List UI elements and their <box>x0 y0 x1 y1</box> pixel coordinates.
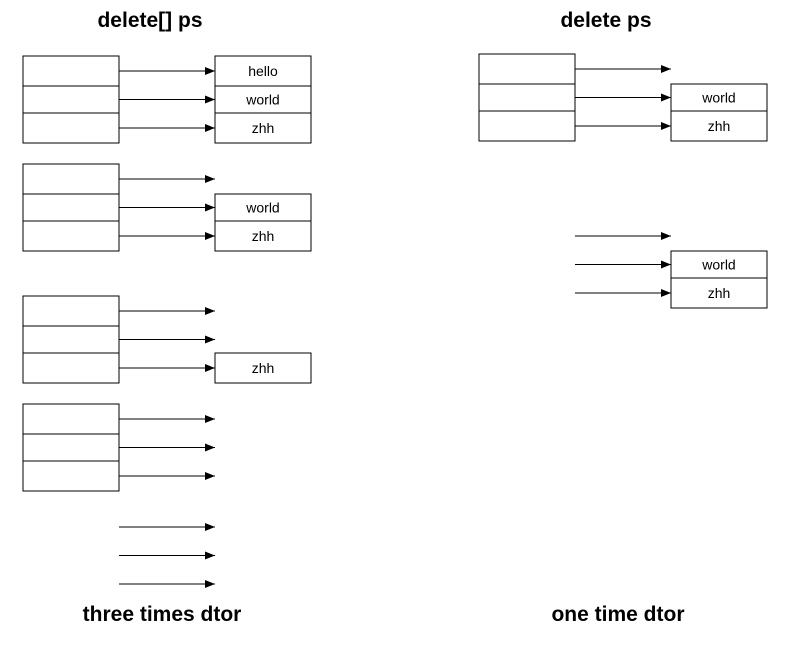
left-stage-2-string-box-2 <box>214 193 312 222</box>
left-stage-2: world zhh <box>22 163 312 252</box>
left-stage-1: hello world zhh <box>22 55 312 144</box>
right-stage-1-pointer-cell-2 <box>478 83 576 112</box>
left-stage-1-string-label-1: hello <box>248 63 278 79</box>
right-stage-2-string-box-2 <box>670 250 768 279</box>
left-stage-1-pointer-cell-3 <box>22 112 120 144</box>
right-stage-2-string-box-3 <box>670 277 768 309</box>
left-stage-3-pointer-cell-2 <box>22 325 120 354</box>
left-stage-4-pointer-cell-2 <box>22 433 120 462</box>
left-stage-3-string-label-3: zhh <box>252 360 275 376</box>
left-stage-2-string-label-3: zhh <box>252 228 275 244</box>
left-stage-1-string-label-2: world <box>245 92 279 108</box>
left-stage-2-string-label-2: world <box>245 200 279 216</box>
left-stage-1-pointer-cell-2 <box>22 85 120 114</box>
right-title: delete ps <box>560 9 651 32</box>
left-stage-1-string-box-3 <box>214 112 312 144</box>
right-stage-2-string-label-2: world <box>701 257 735 273</box>
left-stage-3: zhh <box>22 295 312 384</box>
right-stage-1-string-box-3 <box>670 110 768 142</box>
left-stage-5 <box>119 523 215 588</box>
left-stage-1-string-label-3: zhh <box>252 120 275 136</box>
left-stage-2-pointer-cell-2 <box>22 193 120 222</box>
left-stage-1-pointer-cell-1 <box>22 55 120 87</box>
left-stage-3-string-box-3 <box>214 352 312 384</box>
left-stage-3-pointer-cell-3 <box>22 352 120 384</box>
right-stage-2-string-label-3: zhh <box>708 285 731 301</box>
stages-layer: hello world zhh world zhh zhh world zhh world zhh <box>22 53 768 588</box>
right-stage-2: world zhh <box>575 232 768 309</box>
left-stage-4 <box>22 403 215 492</box>
left-stage-2-string-box-3 <box>214 220 312 252</box>
left-stage-1-string-box-2 <box>214 85 312 114</box>
left-stage-4-pointer-cell-3 <box>22 460 120 492</box>
right-footer: one time dtor <box>551 603 684 626</box>
left-stage-2-pointer-cell-3 <box>22 220 120 252</box>
right-stage-1: world zhh <box>478 53 768 142</box>
right-stage-1-string-label-3: zhh <box>708 118 731 134</box>
right-stage-1-pointer-cell-1 <box>478 53 576 85</box>
left-title: delete[] ps <box>97 9 202 32</box>
left-stage-4-pointer-cell-1 <box>22 403 120 435</box>
left-stage-2-pointer-cell-1 <box>22 163 120 195</box>
right-stage-1-pointer-cell-3 <box>478 110 576 142</box>
right-stage-1-string-box-2 <box>670 83 768 112</box>
right-stage-1-string-label-2: world <box>701 90 735 106</box>
left-stage-3-pointer-cell-1 <box>22 295 120 327</box>
left-footer: three times dtor <box>83 603 242 626</box>
